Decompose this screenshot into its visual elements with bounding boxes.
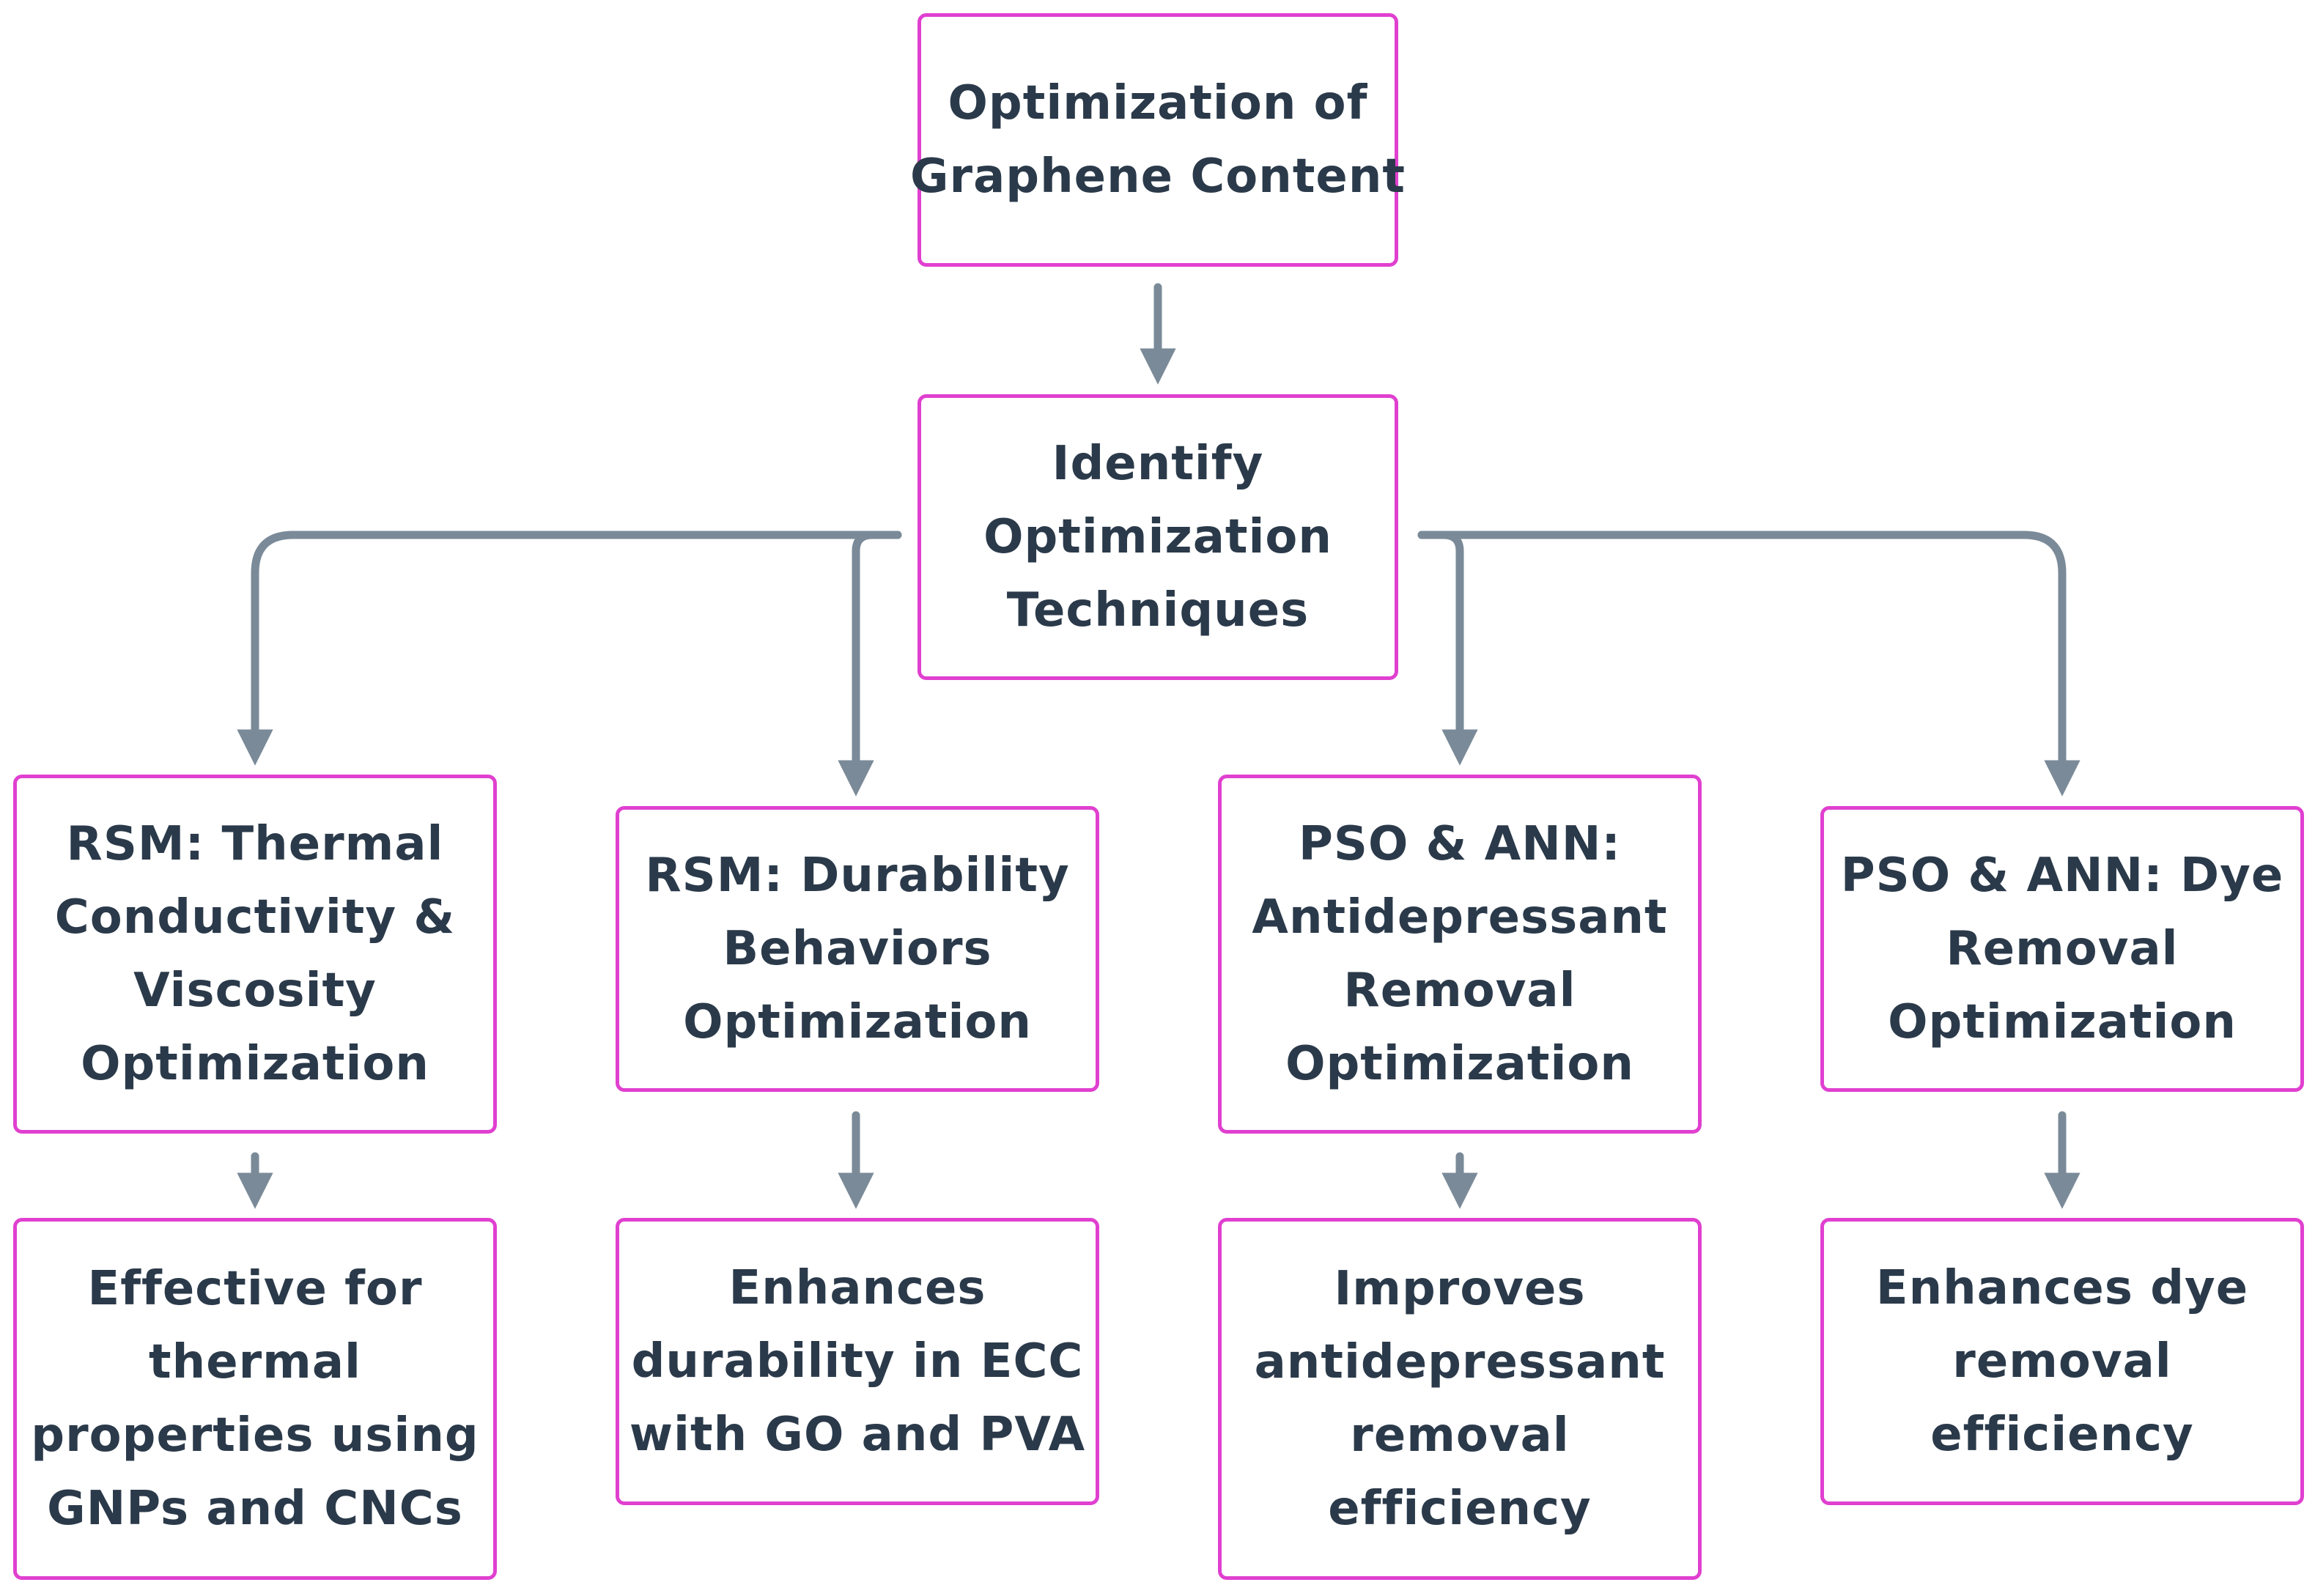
outcome-node-2-text-line-2: durability in ECC	[631, 1334, 1084, 1389]
outcome-node-1-text-line-4: GNPs and CNCs	[47, 1482, 463, 1536]
outcome-node-4: Enhances dye removal efficiency	[1820, 1218, 2304, 1505]
root-node: Optimization of Graphene Content	[910, 13, 1405, 267]
root-node-text-line-1: Optimization of	[948, 76, 1368, 130]
outcome-node-1-text-line-1: Effective for	[87, 1262, 423, 1316]
method-node-4-text-line-3: Optimization	[1888, 995, 2237, 1049]
method-node-3-text-line-2: Antidepressant	[1252, 890, 1668, 945]
method-node-2-text-line-1: RSM: Durability	[645, 849, 1070, 903]
method-node-1-text-line-1: RSM: Thermal	[66, 817, 444, 871]
arrow-hub-to-method-1	[237, 531, 902, 766]
outcome-node-3-text-line-4: efficiency	[1328, 1482, 1592, 1536]
outcome-node-2-text-line-3: with GO and PVA	[629, 1408, 1086, 1462]
outcome-node-1-text-line-2: thermal	[149, 1335, 361, 1389]
outcome-node-3-text-line-1: Improves	[1334, 1262, 1586, 1316]
method-node-2-text-line-3: Optimization	[683, 995, 1032, 1049]
hub-node-text-line-2: Optimization	[983, 510, 1332, 564]
arrow-hub-to-method-4	[1417, 531, 2080, 797]
method-node-1-text-line-2: Conductivity &	[54, 890, 456, 945]
method-node-4-text-line-1: PSO & ANN: Dye	[1840, 849, 2284, 903]
outcome-node-2: Enhances durability in ECC with GO and PVA	[616, 1218, 1099, 1505]
outcome-node-4-text: Enhances dye removal efficiency	[1876, 1252, 2248, 1471]
arrow-hub-to-method-2	[838, 531, 902, 797]
outcome-node-3-text-line-2: antidepressant	[1254, 1335, 1666, 1389]
outcome-node-3-text: Improves antidepressant removal efficiency	[1255, 1252, 1666, 1545]
outcome-node-1-text-line-3: properties using	[31, 1408, 479, 1463]
hub-node-text-line-1: Identify	[1052, 437, 1264, 491]
outcome-node-3-text-line-3: removal	[1350, 1408, 1570, 1463]
outcome-node-2-text: Enhances durability in ECC with GO and PVA	[629, 1252, 1085, 1471]
root-node-text: Optimization of Graphene Content	[910, 67, 1406, 213]
outcome-node-4-text-line-3: efficiency	[1930, 1408, 2194, 1462]
outcome-node-3: Improves antidepressant removal efficiency	[1218, 1218, 1702, 1580]
method-node-3-text-line-1: PSO & ANN:	[1298, 817, 1622, 871]
method-node-2-text-line-2: Behaviors	[723, 922, 992, 976]
method-node-4-text-line-2: Removal	[1946, 922, 2179, 976]
method-node-1-text-line-4: Optimization	[81, 1037, 429, 1091]
outcome-node-4-text-line-2: removal	[1952, 1334, 2172, 1389]
root-node-text-line-2: Graphene Content	[910, 149, 1406, 204]
method-node-3-text-line-3: Removal	[1343, 964, 1576, 1018]
outcome-node-4-text-line-1: Enhances dye	[1875, 1261, 2249, 1315]
method-node-1-text-line-3: Viscosity	[133, 964, 377, 1018]
method-node-3-text-line-4: Optimization	[1285, 1037, 1634, 1091]
hub-node-text-line-3: Techniques	[1006, 583, 1310, 638]
arrow-hub-to-method-3	[1417, 531, 1478, 766]
outcome-node-2-text-line-1: Enhances	[728, 1261, 986, 1315]
